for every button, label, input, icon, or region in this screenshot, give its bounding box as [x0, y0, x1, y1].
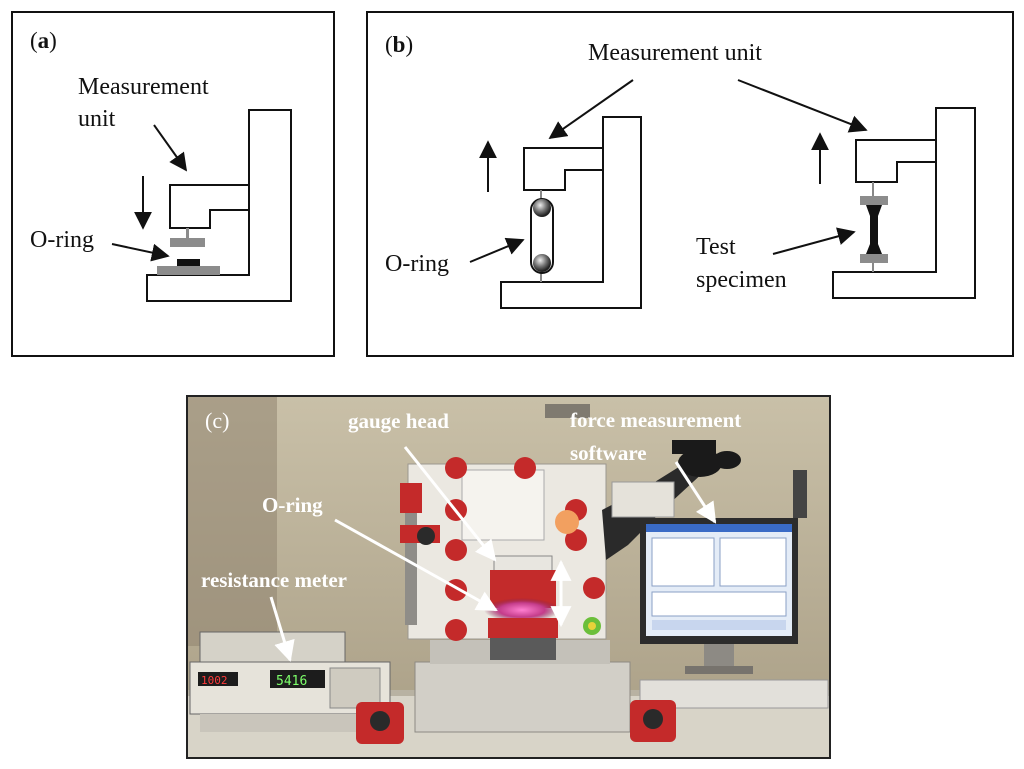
panel-b-measurement-arrow-left	[548, 79, 634, 140]
panel-c-tag: (c)	[205, 408, 229, 433]
software-label-line1: force measurement	[570, 408, 741, 432]
sample-holder	[488, 618, 558, 638]
panel-b-right-measurement-unit	[855, 139, 937, 183]
panel-b-left-measurement-unit	[523, 147, 604, 191]
panel-a: (a) Measurement unit O-ring	[11, 11, 335, 357]
resistance-meter-label: resistance meter	[201, 568, 347, 592]
oring-glow	[484, 598, 560, 622]
panel-b-measurement-arrow-right	[737, 79, 868, 133]
gauge-head-cap	[493, 555, 553, 573]
panel-a-oring	[177, 259, 200, 266]
software-arrow	[674, 461, 717, 524]
panel-b-measurement-label: Measurement unit	[588, 40, 762, 66]
sample-holder-base	[490, 638, 556, 660]
panel-a-measurement-arrow	[153, 124, 188, 172]
panel-b-tag: (b)	[385, 32, 413, 57]
panel-b-lower-grip	[860, 254, 888, 263]
panel-b-oring-label: O-ring	[385, 251, 449, 277]
photo-frame	[186, 395, 831, 759]
resistance-meter-left-display	[198, 672, 238, 686]
panel-b: (b) Measurement unit O-ring Test specime…	[366, 11, 1014, 357]
resistance-meter-right-readout: 5416	[276, 674, 307, 689]
panel-b-right-machine-frame	[832, 107, 976, 299]
panel-b-upper-pin	[533, 199, 551, 217]
software-label-line2: software	[570, 441, 647, 465]
resistance-meter-left-readout: 1002	[201, 674, 228, 687]
panel-a-lower-plate	[157, 266, 220, 275]
gauge-head-arrow	[403, 446, 497, 562]
panel-b-specimen-arrow	[772, 227, 856, 255]
panel-a-machine-frame	[146, 109, 292, 302]
test-machine-base	[414, 661, 631, 733]
resistance-meter-right-display	[270, 670, 325, 688]
panel-a-upper-plate	[170, 238, 205, 247]
panel-a-oring-label: O-ring	[30, 227, 94, 253]
gauge-head-label: gauge head	[348, 409, 449, 433]
panel-a-tag: (a)	[30, 28, 57, 53]
panel-b-upper-grip	[860, 196, 888, 205]
panel-b-specimen-label-line2: specimen	[696, 267, 787, 293]
panel-a-oring-arrow	[111, 243, 170, 262]
photo-left-wall	[187, 396, 277, 646]
panel-b-left-machine-frame	[500, 116, 642, 309]
panel-b-test-specimen	[866, 205, 882, 254]
oring-label: O-ring	[262, 493, 323, 517]
panel-c-photo: 1002 5416	[186, 395, 831, 759]
panel-b-lower-pin	[533, 254, 551, 272]
panel-b-oring-arrow	[469, 237, 525, 263]
resistance-meter-arrow	[269, 596, 295, 663]
panel-a-measurement-label-line2: unit	[78, 106, 116, 132]
resistance-meter-top-unit	[199, 631, 346, 663]
panel-b-specimen-label-line1: Test	[696, 234, 736, 260]
panel-a-shaft	[186, 228, 189, 238]
panel-a-frame	[11, 11, 335, 357]
panel-a-measurement-label-line1: Measurement	[78, 74, 209, 100]
panel-a-measurement-unit	[169, 184, 250, 229]
oring-arrow	[334, 518, 498, 612]
panel-b-frame	[366, 11, 1014, 357]
